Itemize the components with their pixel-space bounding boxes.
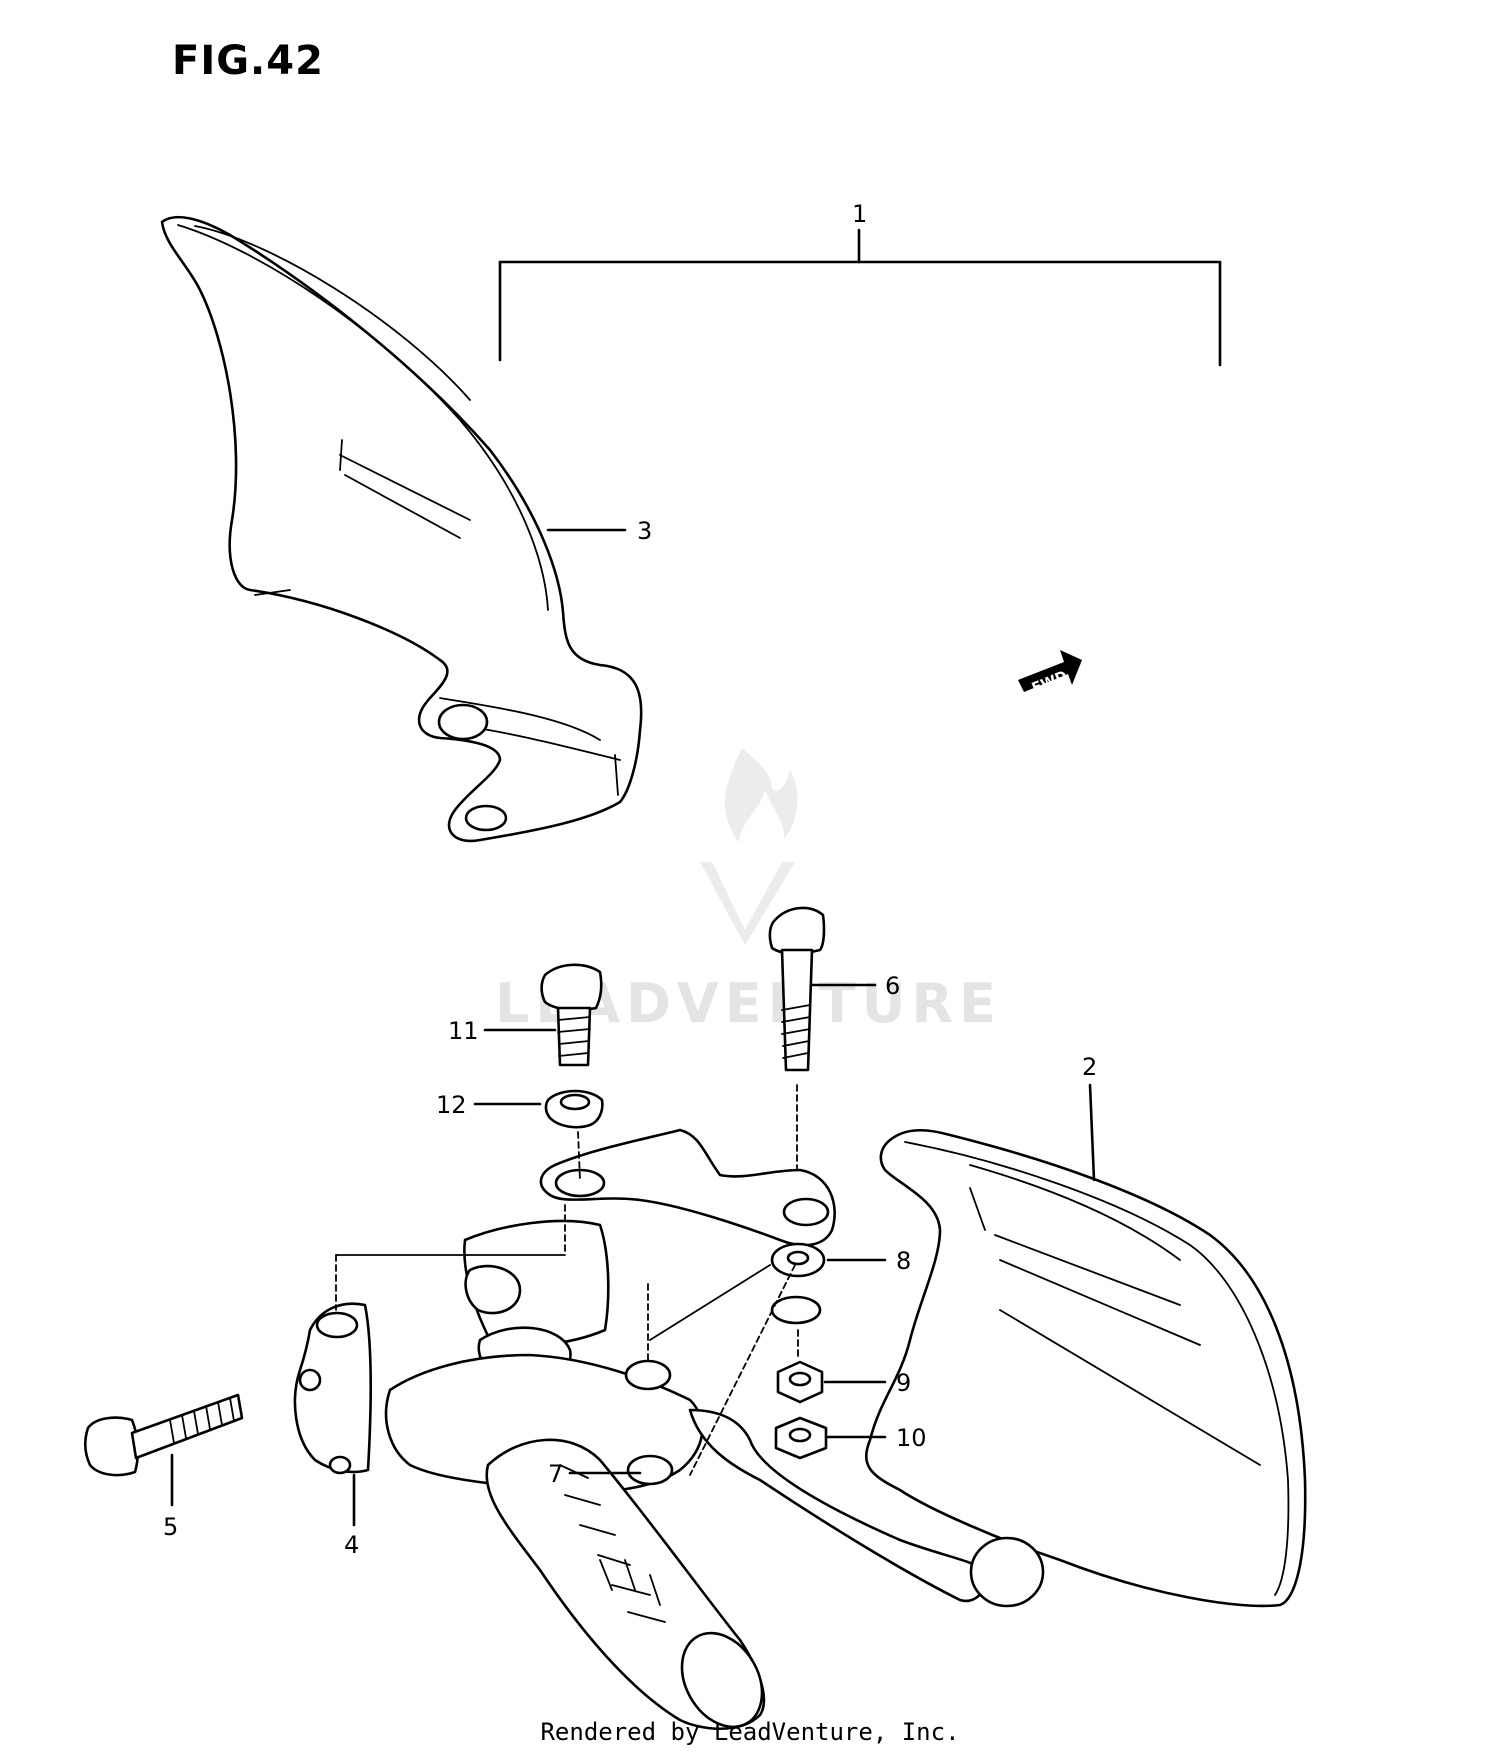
svg-text:10: 10 [896,1424,927,1452]
figure-title: FIG.42 [172,38,324,84]
assembly-leader-lines [335,1204,649,1361]
part-3-hand-guard-left [160,215,643,843]
part-10-nut [774,1416,828,1460]
svg-text:6: 6 [885,972,900,1000]
svg-text:3: 3 [637,517,652,545]
part-9-nut [776,1329,824,1404]
callout-7: 7 [548,1460,642,1488]
part-4-lever-holder [293,1219,1045,1731]
callout-2: 2 [1082,1053,1097,1182]
callout-1-bracket [498,228,1222,367]
callout-10: 10 [826,1424,927,1452]
part-12-washer [544,1089,604,1181]
svg-text:9: 9 [896,1369,911,1397]
svg-text:11: 11 [448,1017,479,1045]
callout-11: 11 [448,1017,557,1045]
callout-3: 3 [546,517,652,545]
svg-text:12: 12 [436,1091,467,1119]
svg-text:1: 1 [852,200,867,228]
svg-text:4: 4 [344,1531,359,1559]
part-2-hand-guard-right [864,1128,1307,1608]
callout-8: 8 [826,1247,911,1275]
callout-12: 12 [436,1091,542,1119]
svg-text:5: 5 [163,1513,178,1541]
callout-9: 9 [823,1369,911,1397]
callout-5: 5 [163,1453,178,1541]
svg-text:7: 7 [548,1460,563,1488]
part-6-bolt [768,906,826,1171]
part-8-washer [649,1242,826,1476]
callout-4: 4 [344,1473,359,1559]
callout-6: 6 [810,972,900,1000]
part-5-bolt [83,1393,244,1477]
callout-1: 1 [852,200,867,228]
clamp-bracket [539,1128,836,1247]
fwd-arrow-icon: FWD [1018,650,1082,697]
part-11-bolt [540,963,603,1067]
svg-text:8: 8 [896,1247,911,1275]
footer-credit: Rendered by LeadVenture, Inc. [540,1718,960,1746]
svg-text:2: 2 [1082,1053,1097,1081]
